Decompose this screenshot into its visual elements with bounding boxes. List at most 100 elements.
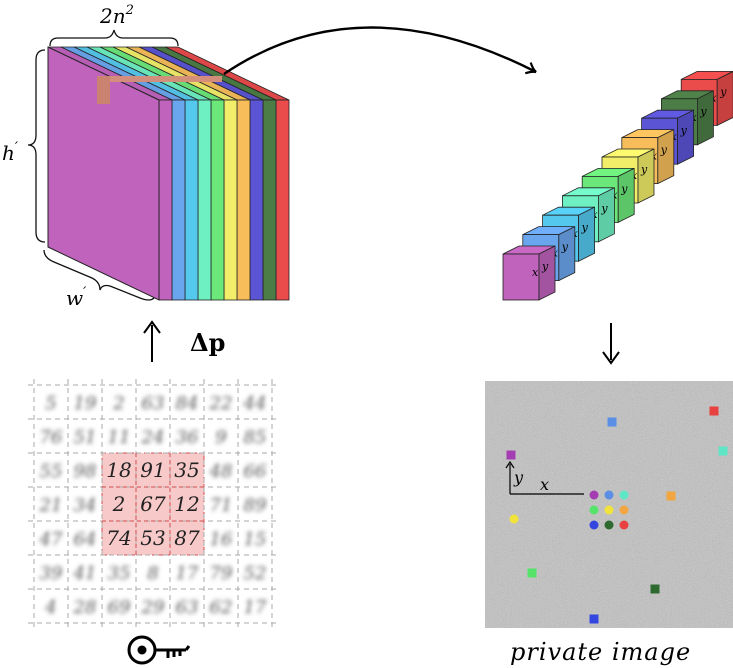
scatter-markers <box>506 406 728 624</box>
center-dot <box>604 520 614 530</box>
grid-cell-blurred: 41 <box>73 563 97 584</box>
grid-cell-revealed: 67 <box>140 492 166 516</box>
scatter-marker <box>589 614 599 624</box>
bottom-brace <box>43 249 155 301</box>
tensor-slice <box>125 46 251 301</box>
tensor-slice <box>151 46 277 301</box>
grid-cell-revealed: 74 <box>106 526 131 550</box>
tensor-stack <box>47 46 290 301</box>
left-brace <box>27 49 46 243</box>
grid-cell-blurred: 63 <box>176 597 199 618</box>
scatter-marker <box>607 417 617 427</box>
grid-cell-blurred: 84 <box>176 393 199 414</box>
grid-cell-blurred: 35 <box>108 563 131 584</box>
grid-cell-revealed: 18 <box>106 458 131 482</box>
grid-cell-blurred: 15 <box>244 529 267 550</box>
rod-y-label: y <box>640 163 648 176</box>
grid-cell-blurred: 11 <box>108 427 131 448</box>
grid-cell-blurred: 4 <box>44 597 56 618</box>
grid-cell-revealed: 53 <box>140 526 165 550</box>
grid-cell-revealed: 87 <box>174 526 200 550</box>
center-dot <box>589 520 599 530</box>
grid-cell-blurred: 9 <box>215 427 226 448</box>
tensor-side-face <box>47 46 160 301</box>
label-delta-p: Δp <box>190 328 225 357</box>
grid-cell-revealed: 91 <box>140 458 165 482</box>
grid-cell-blurred: 52 <box>244 563 267 584</box>
grid-cell-blurred: 47 <box>39 529 63 550</box>
grid-cell-blurred: 16 <box>210 529 233 550</box>
grid-cell-blurred: 2 <box>112 393 124 414</box>
center-dot <box>619 520 629 530</box>
curved-arrow <box>223 26 537 75</box>
axis-label-y: y <box>513 468 524 487</box>
rod-y-label: y <box>561 241 569 254</box>
tensor-highlight-rod <box>97 76 222 104</box>
key-icon <box>127 635 191 665</box>
grid-cell-blurred: 98 <box>74 461 97 482</box>
scatter-marker <box>650 584 660 594</box>
center-dot <box>589 505 599 515</box>
grid-cell-blurred: 85 <box>244 427 267 448</box>
grid-cell-blurred: 48 <box>209 461 233 482</box>
rod-y-label: y <box>541 260 549 273</box>
private-image <box>485 381 733 628</box>
scatter-marker <box>666 491 676 501</box>
center-dot <box>604 505 614 515</box>
grid-cell-blurred: 51 <box>74 427 97 448</box>
grid-cell-blurred: 34 <box>74 495 97 516</box>
private-image-caption: private image <box>510 638 691 666</box>
xy-block-rod: xyxyxyxyxyxyxyxyxyxy <box>502 71 733 301</box>
grid-cell-blurred: 71 <box>210 495 233 516</box>
center-dot <box>619 505 629 515</box>
tensor-slice <box>60 46 186 301</box>
top-brace <box>49 29 179 47</box>
grid-cell-blurred: 66 <box>244 461 267 482</box>
rod-y-label: y <box>581 221 589 234</box>
grid-cell-blurred: 69 <box>108 597 131 618</box>
grid-cell-blurred: 17 <box>176 563 199 584</box>
grid-cell-blurred: 76 <box>40 427 63 448</box>
grid-cell-blurred: 63 <box>142 393 165 414</box>
rod-y-label: y <box>719 85 727 98</box>
grid-cell-blurred: 79 <box>210 563 233 584</box>
rod-y-label: y <box>620 182 628 195</box>
grid-cell-blurred: 21 <box>39 495 63 516</box>
grid-cell-blurred: 28 <box>73 597 97 618</box>
grid-cell-blurred: 8 <box>147 563 158 584</box>
grid-cell-blurred: 62 <box>210 597 233 618</box>
scatter-marker <box>527 568 537 578</box>
down-arrow <box>602 323 620 365</box>
grid-cell-blurred: 36 <box>176 427 199 448</box>
tensor-slice <box>164 46 290 301</box>
center-dot <box>619 490 629 500</box>
grid-highlight <box>101 452 205 556</box>
grid-cell-blurred: 55 <box>40 461 63 482</box>
label-width-bottom: w′ <box>66 285 87 310</box>
grid-cell-blurred: 89 <box>244 495 267 516</box>
grid-cell-blurred: 19 <box>74 393 97 414</box>
grid-cell-revealed: 2 <box>112 492 126 516</box>
rod-x-label: x <box>532 266 539 279</box>
rod-y-label: y <box>600 202 608 215</box>
center-dot <box>589 490 599 500</box>
rod-y-label: y <box>699 105 707 118</box>
grid-cell-blurred: 64 <box>74 529 97 550</box>
grid-cell-blurred: 17 <box>244 597 267 618</box>
label-height-side: h′ <box>2 140 19 165</box>
grid-cell-blurred: 24 <box>141 427 165 448</box>
scatter-marker <box>506 450 516 460</box>
grid-cell-blurred: 5 <box>45 393 56 414</box>
scatter-marker <box>509 514 519 524</box>
grid-cell-blurred: 29 <box>141 597 165 618</box>
scatter-marker <box>718 446 728 456</box>
up-arrow <box>143 320 161 362</box>
grid-cell-blurred: 44 <box>243 393 267 414</box>
tensor-slice <box>86 46 212 301</box>
axis-label-x: x <box>540 475 549 494</box>
